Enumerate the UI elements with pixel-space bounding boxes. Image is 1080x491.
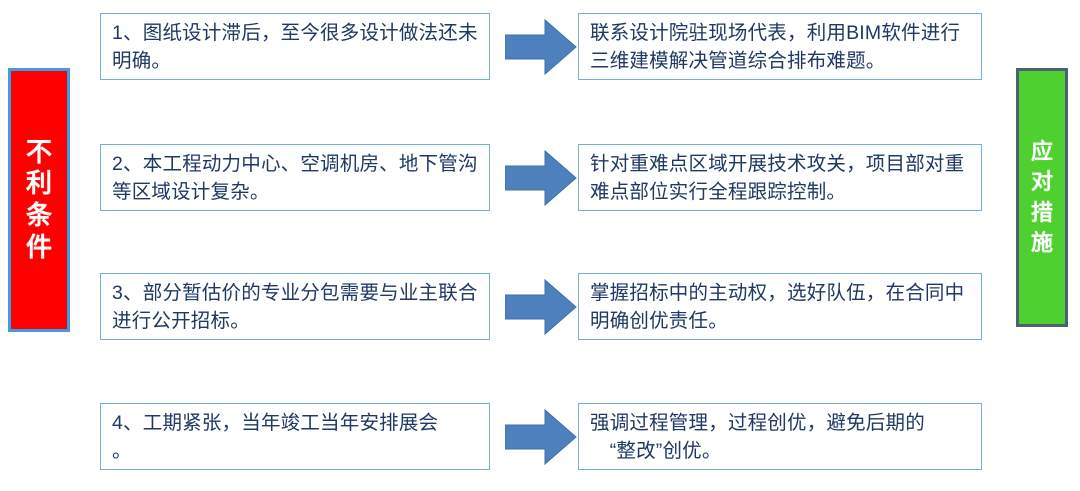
banner-char: 条	[25, 200, 52, 230]
right-block-arrow-icon	[505, 149, 577, 207]
condition-box-3: 3、部分暂估价的专业分包需要与业主联合进行公开招标。	[100, 273, 490, 340]
measure-box-2: 针对重难点区域开展技术攻关，项目部对重难点部位实行全程跟踪控制。	[578, 144, 982, 211]
banner-char: 施	[1030, 229, 1053, 255]
measure-box-1: 联系设计院驻现场代表，利用BIM软件进行三维建模解决管道综合排布难题。	[578, 13, 982, 80]
banner-char: 措	[1030, 199, 1053, 225]
adverse-conditions-banner: 不 利 条 件	[8, 68, 70, 332]
right-block-arrow-icon	[505, 278, 577, 336]
banner-char: 不	[25, 136, 52, 167]
banner-char: 件	[25, 231, 52, 262]
banner-char: 应	[1030, 138, 1053, 164]
right-block-arrow-icon	[505, 18, 577, 76]
right-block-arrow-icon	[505, 408, 577, 466]
condition-box-1: 1、图纸设计滞后，至今很多设计做法还未明确。	[100, 13, 490, 80]
measure-box-4: 强调过程管理，过程创优，避免后期的 “整改”创优。	[578, 403, 982, 470]
banner-char: 利	[25, 168, 52, 199]
measure-box-3: 掌握招标中的主动权，选好队伍，在合同中明确创优责任。	[578, 273, 982, 340]
banner-char: 对	[1030, 169, 1053, 195]
condition-box-4: 4、工期紧张，当年竣工当年安排展会 。	[100, 403, 490, 470]
response-measures-banner: 应 对 措 施	[1016, 68, 1068, 327]
condition-box-2: 2、本工程动力中心、空调机房、地下管沟等区域设计复杂。	[100, 144, 490, 211]
